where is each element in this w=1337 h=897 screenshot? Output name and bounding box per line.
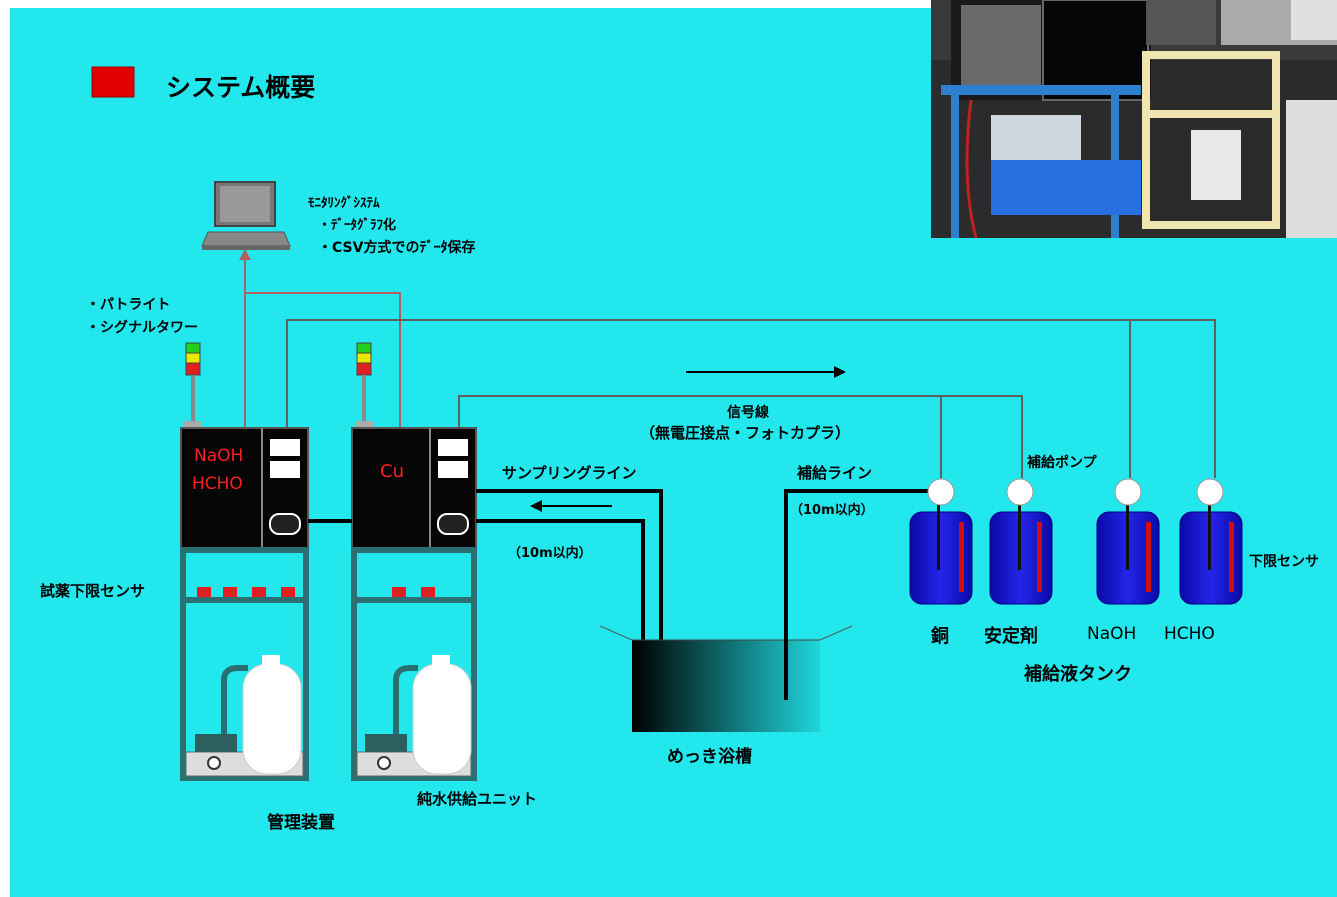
signal-line2: ・シグナルタワー — [86, 320, 198, 336]
water-unit-caption: 純水供給ユニット — [417, 790, 538, 808]
page-title: システム概要 — [166, 73, 316, 102]
tank-label-hcho: HCHO — [1164, 624, 1215, 644]
sampling-line-label: サンプリングライン — [502, 464, 637, 482]
tank-stabilizer — [989, 478, 1053, 605]
controller-label-hcho: HCHO — [192, 474, 243, 494]
tank-copper — [909, 478, 973, 605]
title-marker — [91, 66, 135, 98]
signal-line1: ・パトライト — [86, 297, 171, 313]
controller-label-naoh: NaOH — [194, 446, 244, 466]
supply-line — [784, 489, 930, 700]
tank-hcho — [1179, 478, 1243, 605]
controller-caption: 管理装置 — [267, 813, 335, 833]
water-unit-label: Cu — [380, 461, 404, 482]
tank-label-naoh: NaOH — [1087, 624, 1137, 644]
monitoring-line1: ・ﾃﾞｰﾀｸﾞﾗﾌ化 — [318, 218, 397, 233]
tank-label-stabilizer: 安定剤 — [984, 626, 1038, 647]
bath-label: めっき浴槽 — [667, 747, 752, 767]
sampling-lines — [476, 489, 663, 685]
signal-tower-2 — [355, 342, 373, 428]
lower-sensor-label: 下限センサ — [1249, 554, 1319, 570]
laptop-icon — [201, 181, 291, 250]
supply-pump-label: 補給ポンプ — [1027, 455, 1097, 471]
water-supply-unit — [351, 427, 477, 781]
tank-label-copper: 銅 — [931, 626, 949, 647]
plating-bath — [600, 626, 1332, 732]
monitoring-heading: ﾓﾆﾀﾘﾝｸﾞｼｽﾃﾑ — [308, 196, 380, 211]
sampling-distance-label: （10m以内） — [508, 546, 592, 561]
tank-naoh — [1096, 478, 1160, 605]
controller-unit — [180, 427, 309, 781]
tank-caption: 補給液タンク — [1024, 664, 1132, 685]
supply-distance-label: （10m以内） — [790, 503, 874, 518]
signal-line-detail: （無電圧接点・フォトカプラ） — [640, 424, 851, 442]
signal-wires — [286, 319, 1216, 478]
equipment-photo — [931, 0, 1337, 238]
signal-tower-1 — [184, 342, 202, 428]
reagent-sensor-label: 試薬下限センサ — [40, 582, 146, 600]
monitoring-line2: ・CSV方式でのﾃﾞｰﾀ保存 — [318, 240, 476, 256]
signal-line-label: 信号線 — [727, 405, 769, 421]
supply-line-label: 補給ライン — [797, 464, 873, 482]
monitor-lines — [244, 256, 401, 428]
